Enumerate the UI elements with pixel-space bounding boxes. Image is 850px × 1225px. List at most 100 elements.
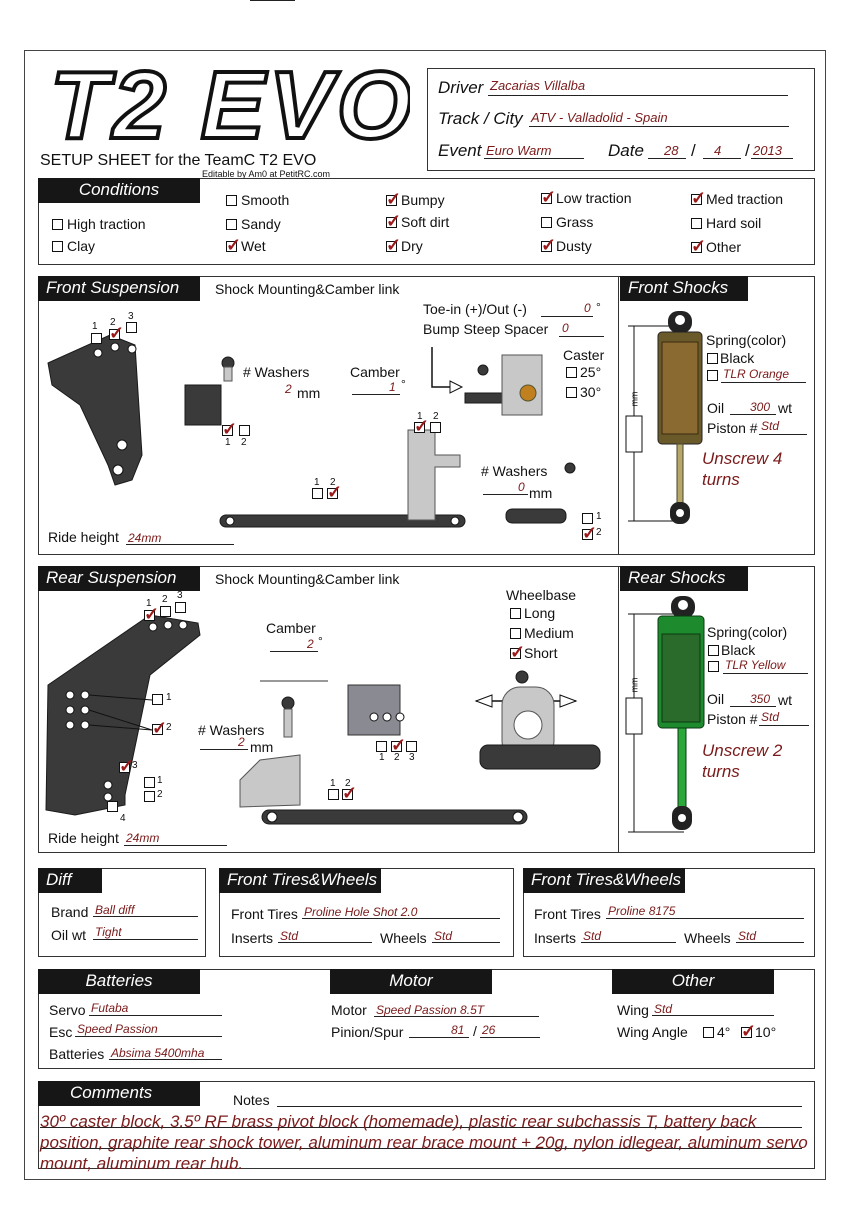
front-shock-bottom-hole <box>676 509 684 517</box>
caster-25-cb[interactable] <box>566 367 577 378</box>
front-washers2-field[interactable]: 0 <box>518 480 525 494</box>
condition-checkbox[interactable] <box>226 219 237 230</box>
toe-field[interactable]: 0 <box>584 301 591 315</box>
rear-hub-cb-1[interactable] <box>376 741 387 752</box>
wheelbase-long-cb[interactable] <box>510 608 521 619</box>
condition-checkbox[interactable] <box>386 195 397 206</box>
rear-brace-cb-4[interactable] <box>107 801 118 812</box>
condition-check-mark: ✓ <box>691 236 707 256</box>
front-tower-cb-1[interactable] <box>91 333 102 344</box>
link-cb-2[interactable] <box>327 488 338 499</box>
caster-30-cb[interactable] <box>566 387 577 398</box>
date-month[interactable]: 4 <box>714 143 722 158</box>
diff-oil-field[interactable]: Tight <box>95 925 122 939</box>
rear-tower-cb-3[interactable] <box>175 602 186 613</box>
driver-field[interactable]: Zacarias Villalba <box>490 78 586 93</box>
rear-oil-field[interactable]: 350 <box>750 692 771 706</box>
condition-label: Wet <box>241 238 266 254</box>
date-year[interactable]: 2013 <box>753 143 782 158</box>
pivot-block <box>519 384 537 402</box>
batteries-header: Batteries <box>38 969 200 994</box>
rear-link-cb-2[interactable] <box>342 789 353 800</box>
wing-10-cb[interactable] <box>741 1027 752 1038</box>
condition-checkbox[interactable] <box>691 218 702 229</box>
wing-4-cb[interactable] <box>703 1027 714 1038</box>
front-oil-field[interactable]: 300 <box>750 400 771 414</box>
date-day[interactable]: 28 <box>664 143 679 158</box>
rear-hub-cb-2[interactable] <box>391 741 402 752</box>
diff-brand-field[interactable]: Ball diff <box>95 903 135 917</box>
front-tower-cb-2[interactable] <box>109 329 120 340</box>
front-black-cb[interactable] <box>707 353 718 364</box>
rear-camber-field[interactable]: 2 <box>307 637 314 651</box>
motor-field[interactable]: Speed Passion 8.5T <box>376 1003 485 1017</box>
rear-brace-cb-2[interactable] <box>144 791 155 802</box>
rear-shock-note[interactable]: Unscrew 2 turns <box>702 741 783 781</box>
condition-checkbox[interactable] <box>541 193 552 204</box>
front-wheels-field[interactable]: Std <box>434 929 453 943</box>
rear-link-label-1: 1 <box>330 778 336 789</box>
front-spring-cb[interactable] <box>707 370 718 381</box>
track-field[interactable]: ATV - Valladolid - Spain <box>531 110 668 125</box>
rear-spring-cb[interactable] <box>708 661 719 672</box>
condition-checkbox[interactable] <box>541 241 552 252</box>
rear-brace-cb-1[interactable] <box>144 777 155 788</box>
esc-field[interactable]: Speed Passion <box>77 1022 158 1036</box>
pinion-label: Pinion/Spur <box>331 1024 404 1040</box>
batteries-field[interactable]: Absima 5400mha <box>111 1046 205 1060</box>
bulkhead-cb-1[interactable] <box>414 422 425 433</box>
steering-cb-2[interactable] <box>582 529 593 540</box>
front-inserts-field[interactable]: Std <box>280 929 299 943</box>
link-cb-1[interactable] <box>312 488 323 499</box>
front-tires-field[interactable]: Proline Hole Shot 2.0 <box>304 905 418 919</box>
event-field[interactable]: Euro Warm <box>486 143 552 158</box>
wing-field[interactable]: Std <box>654 1002 673 1016</box>
front-hub-cb-1[interactable] <box>222 425 233 436</box>
bump-field[interactable]: 0 <box>562 321 569 335</box>
front-tires-label: Front Tires <box>231 906 298 922</box>
front-tower-cb-3[interactable] <box>126 322 137 333</box>
condition-checkbox[interactable] <box>691 242 702 253</box>
rear-inserts-field[interactable]: Std <box>583 929 602 943</box>
rear-hub-cb-3[interactable] <box>406 741 417 752</box>
front-camber-field[interactable]: 1 <box>389 380 396 394</box>
comments-text[interactable]: 30º caster block, 3.5º RF brass pivot bl… <box>40 1112 808 1173</box>
steering-cb-1[interactable] <box>582 513 593 524</box>
front-piston-field[interactable]: Std <box>761 419 780 433</box>
rear-brace-cb-3[interactable] <box>119 762 130 773</box>
spur-field[interactable]: 26 <box>482 1023 496 1037</box>
front-washers-field[interactable]: 2 <box>285 382 292 396</box>
condition-checkbox[interactable] <box>226 241 237 252</box>
wheelbase-short-cb[interactable] <box>510 648 521 659</box>
condition-checkbox[interactable] <box>386 241 397 252</box>
front-shock-note[interactable]: Unscrew 4 turns <box>702 449 783 489</box>
rear-tower-hole-2 <box>163 620 173 630</box>
condition-checkbox[interactable] <box>226 195 237 206</box>
servo-field[interactable]: Futaba <box>91 1001 129 1015</box>
front-hub-cb-2[interactable] <box>239 425 250 436</box>
rear-lower-cb-2[interactable] <box>152 724 163 735</box>
front-hub-label-1: 1 <box>225 437 231 448</box>
wheelbase-medium-cb[interactable] <box>510 628 521 639</box>
condition-checkbox[interactable] <box>691 194 702 205</box>
rear-link-cb-1[interactable] <box>328 789 339 800</box>
condition-checkbox[interactable] <box>52 219 63 230</box>
front-ride-field[interactable]: 24mm <box>128 531 162 545</box>
bulkhead-cb-2[interactable] <box>430 422 441 433</box>
condition-checkbox[interactable] <box>541 217 552 228</box>
front-spring-field[interactable]: TLR Orange <box>723 367 790 381</box>
rear-ride-field[interactable]: 24mm <box>126 831 160 845</box>
rear-piston-field[interactable]: Std <box>761 710 780 724</box>
condition-checkbox[interactable] <box>386 217 397 228</box>
rear-lower-cb-1[interactable] <box>152 694 163 705</box>
condition-checkbox[interactable] <box>52 241 63 252</box>
rear-spring-field[interactable]: TLR Yellow <box>725 658 786 672</box>
pinion-field[interactable]: 81 <box>451 1023 465 1037</box>
rear-black-cb[interactable] <box>708 645 719 656</box>
front-sub-label: Shock Mounting&Camber link <box>215 281 400 297</box>
rear-washers-field[interactable]: 2 <box>238 735 245 749</box>
rear-tower-cb-1[interactable] <box>144 610 155 621</box>
rear-tower-cb-2[interactable] <box>160 606 171 617</box>
rear-tires-field[interactable]: Proline 8175 <box>608 904 676 918</box>
rear-wheels-field[interactable]: Std <box>738 929 757 943</box>
